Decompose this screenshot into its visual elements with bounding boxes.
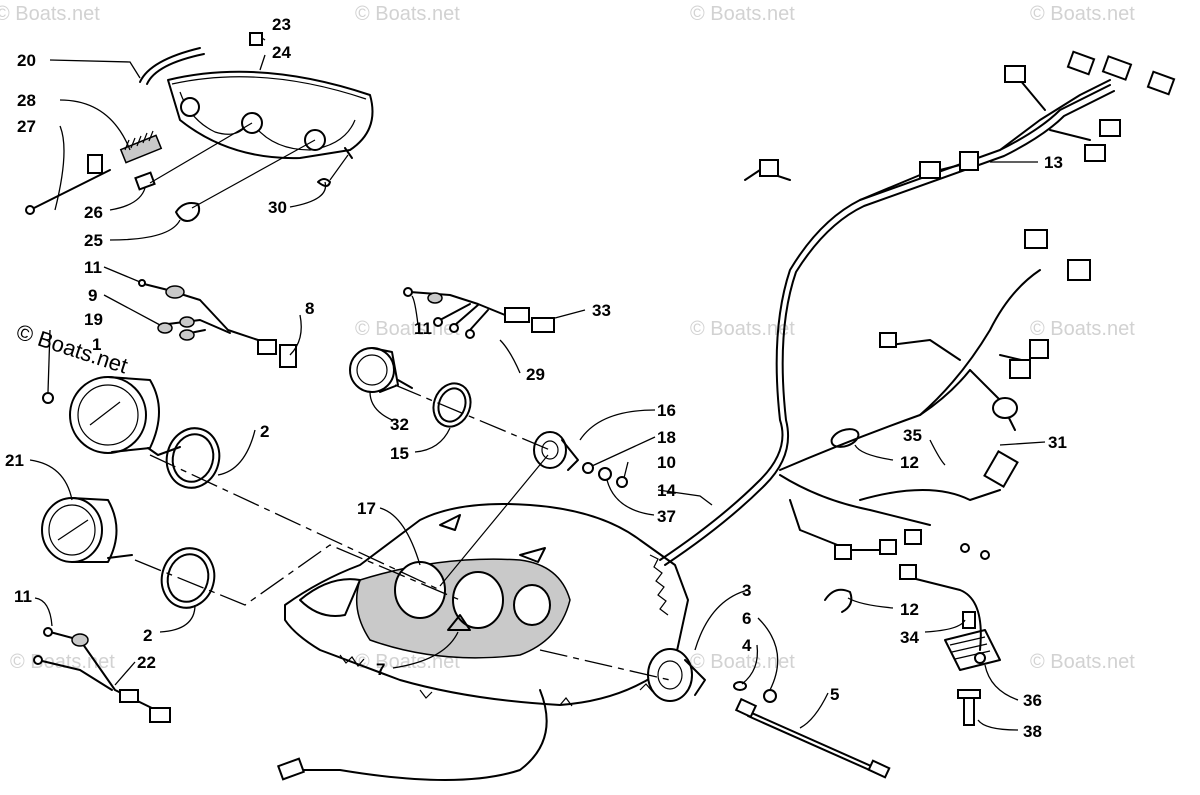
callout-12: 12 bbox=[900, 600, 919, 619]
seal-strip bbox=[139, 47, 201, 83]
gauge-upper bbox=[42, 279, 297, 456]
watermarks: © Boats.net © Boats.net © Boats.net © Bo… bbox=[0, 3, 1135, 673]
gauge-ring-upper bbox=[165, 427, 221, 489]
callout-3: 3 bbox=[742, 581, 751, 600]
callout-33: 33 bbox=[592, 301, 611, 320]
callout-23: 23 bbox=[272, 15, 291, 34]
callout-11: 11 bbox=[14, 587, 32, 606]
callout-26: 26 bbox=[84, 203, 103, 222]
callout-35: 35 bbox=[903, 426, 922, 445]
callout-13: 13 bbox=[1044, 153, 1063, 172]
watermark: © Boats.net bbox=[0, 3, 100, 25]
callout-38: 38 bbox=[1023, 722, 1042, 741]
callout-15: 15 bbox=[390, 444, 409, 463]
callout-36: 36 bbox=[1023, 691, 1042, 710]
watermark: © Boats.net bbox=[1030, 3, 1135, 25]
callout-37: 37 bbox=[657, 507, 676, 526]
callout-11: 11 bbox=[84, 258, 102, 277]
gauge-center bbox=[349, 287, 628, 488]
callout-18: 18 bbox=[657, 428, 676, 447]
callout-10: 10 bbox=[657, 453, 676, 472]
callout-31: 31 bbox=[1048, 433, 1067, 452]
callout-16: 16 bbox=[657, 401, 676, 420]
socket bbox=[175, 202, 201, 222]
callout-28: 28 bbox=[17, 91, 36, 110]
watermark: © Boats.net bbox=[690, 651, 795, 673]
callouts: 20 23 24 28 27 26 30 25 11 9 8 19 1 2 21… bbox=[5, 15, 1067, 741]
callout-27: 27 bbox=[17, 117, 36, 136]
watermark: © Boats.net bbox=[355, 318, 460, 340]
callout-9: 9 bbox=[88, 286, 97, 305]
callout-11: 11 bbox=[414, 319, 432, 338]
callout-25: 25 bbox=[84, 231, 103, 250]
callout-29: 29 bbox=[526, 365, 545, 384]
watermark: © Boats.net bbox=[1030, 651, 1135, 673]
spring bbox=[119, 134, 163, 164]
main-harness bbox=[659, 50, 1176, 664]
watermark: © Boats.net bbox=[355, 651, 460, 673]
callout-12: 12 bbox=[900, 453, 919, 472]
watermark: © Boats.net bbox=[690, 318, 795, 340]
headlight-assembly bbox=[25, 32, 374, 222]
watermark: © Boats.net bbox=[10, 651, 115, 673]
callout-2: 2 bbox=[260, 422, 269, 441]
callout-6: 6 bbox=[742, 609, 751, 628]
callout-14: 14 bbox=[657, 481, 676, 500]
regulator bbox=[944, 611, 1001, 726]
callout-32: 32 bbox=[390, 415, 409, 434]
callout-1: 1 bbox=[92, 335, 101, 354]
callout-24: 24 bbox=[272, 43, 291, 62]
clip bbox=[249, 32, 263, 46]
watermark: © Boats.net bbox=[1030, 318, 1135, 340]
callout-30: 30 bbox=[268, 198, 287, 217]
leader-lines bbox=[29, 37, 1046, 731]
callout-20: 20 bbox=[17, 51, 36, 70]
callout-19: 19 bbox=[84, 310, 103, 329]
callout-8: 8 bbox=[305, 299, 314, 318]
callout-34: 34 bbox=[900, 628, 919, 647]
callout-5: 5 bbox=[830, 685, 839, 704]
callout-7: 7 bbox=[376, 660, 385, 679]
callout-21: 21 bbox=[5, 451, 24, 470]
gauge-speedo bbox=[647, 648, 891, 779]
watermark: © Boats.net bbox=[690, 3, 795, 25]
callout-2: 2 bbox=[143, 626, 152, 645]
watermark: © Boats.net bbox=[355, 3, 460, 25]
callout-17: 17 bbox=[357, 499, 376, 518]
callout-22: 22 bbox=[137, 653, 156, 672]
alignment-lines bbox=[134, 384, 671, 681]
callout-4: 4 bbox=[742, 636, 752, 655]
dash-pod bbox=[276, 503, 689, 781]
watermark-dark: © Boats.net bbox=[13, 319, 130, 378]
gauge-lower bbox=[33, 497, 216, 723]
